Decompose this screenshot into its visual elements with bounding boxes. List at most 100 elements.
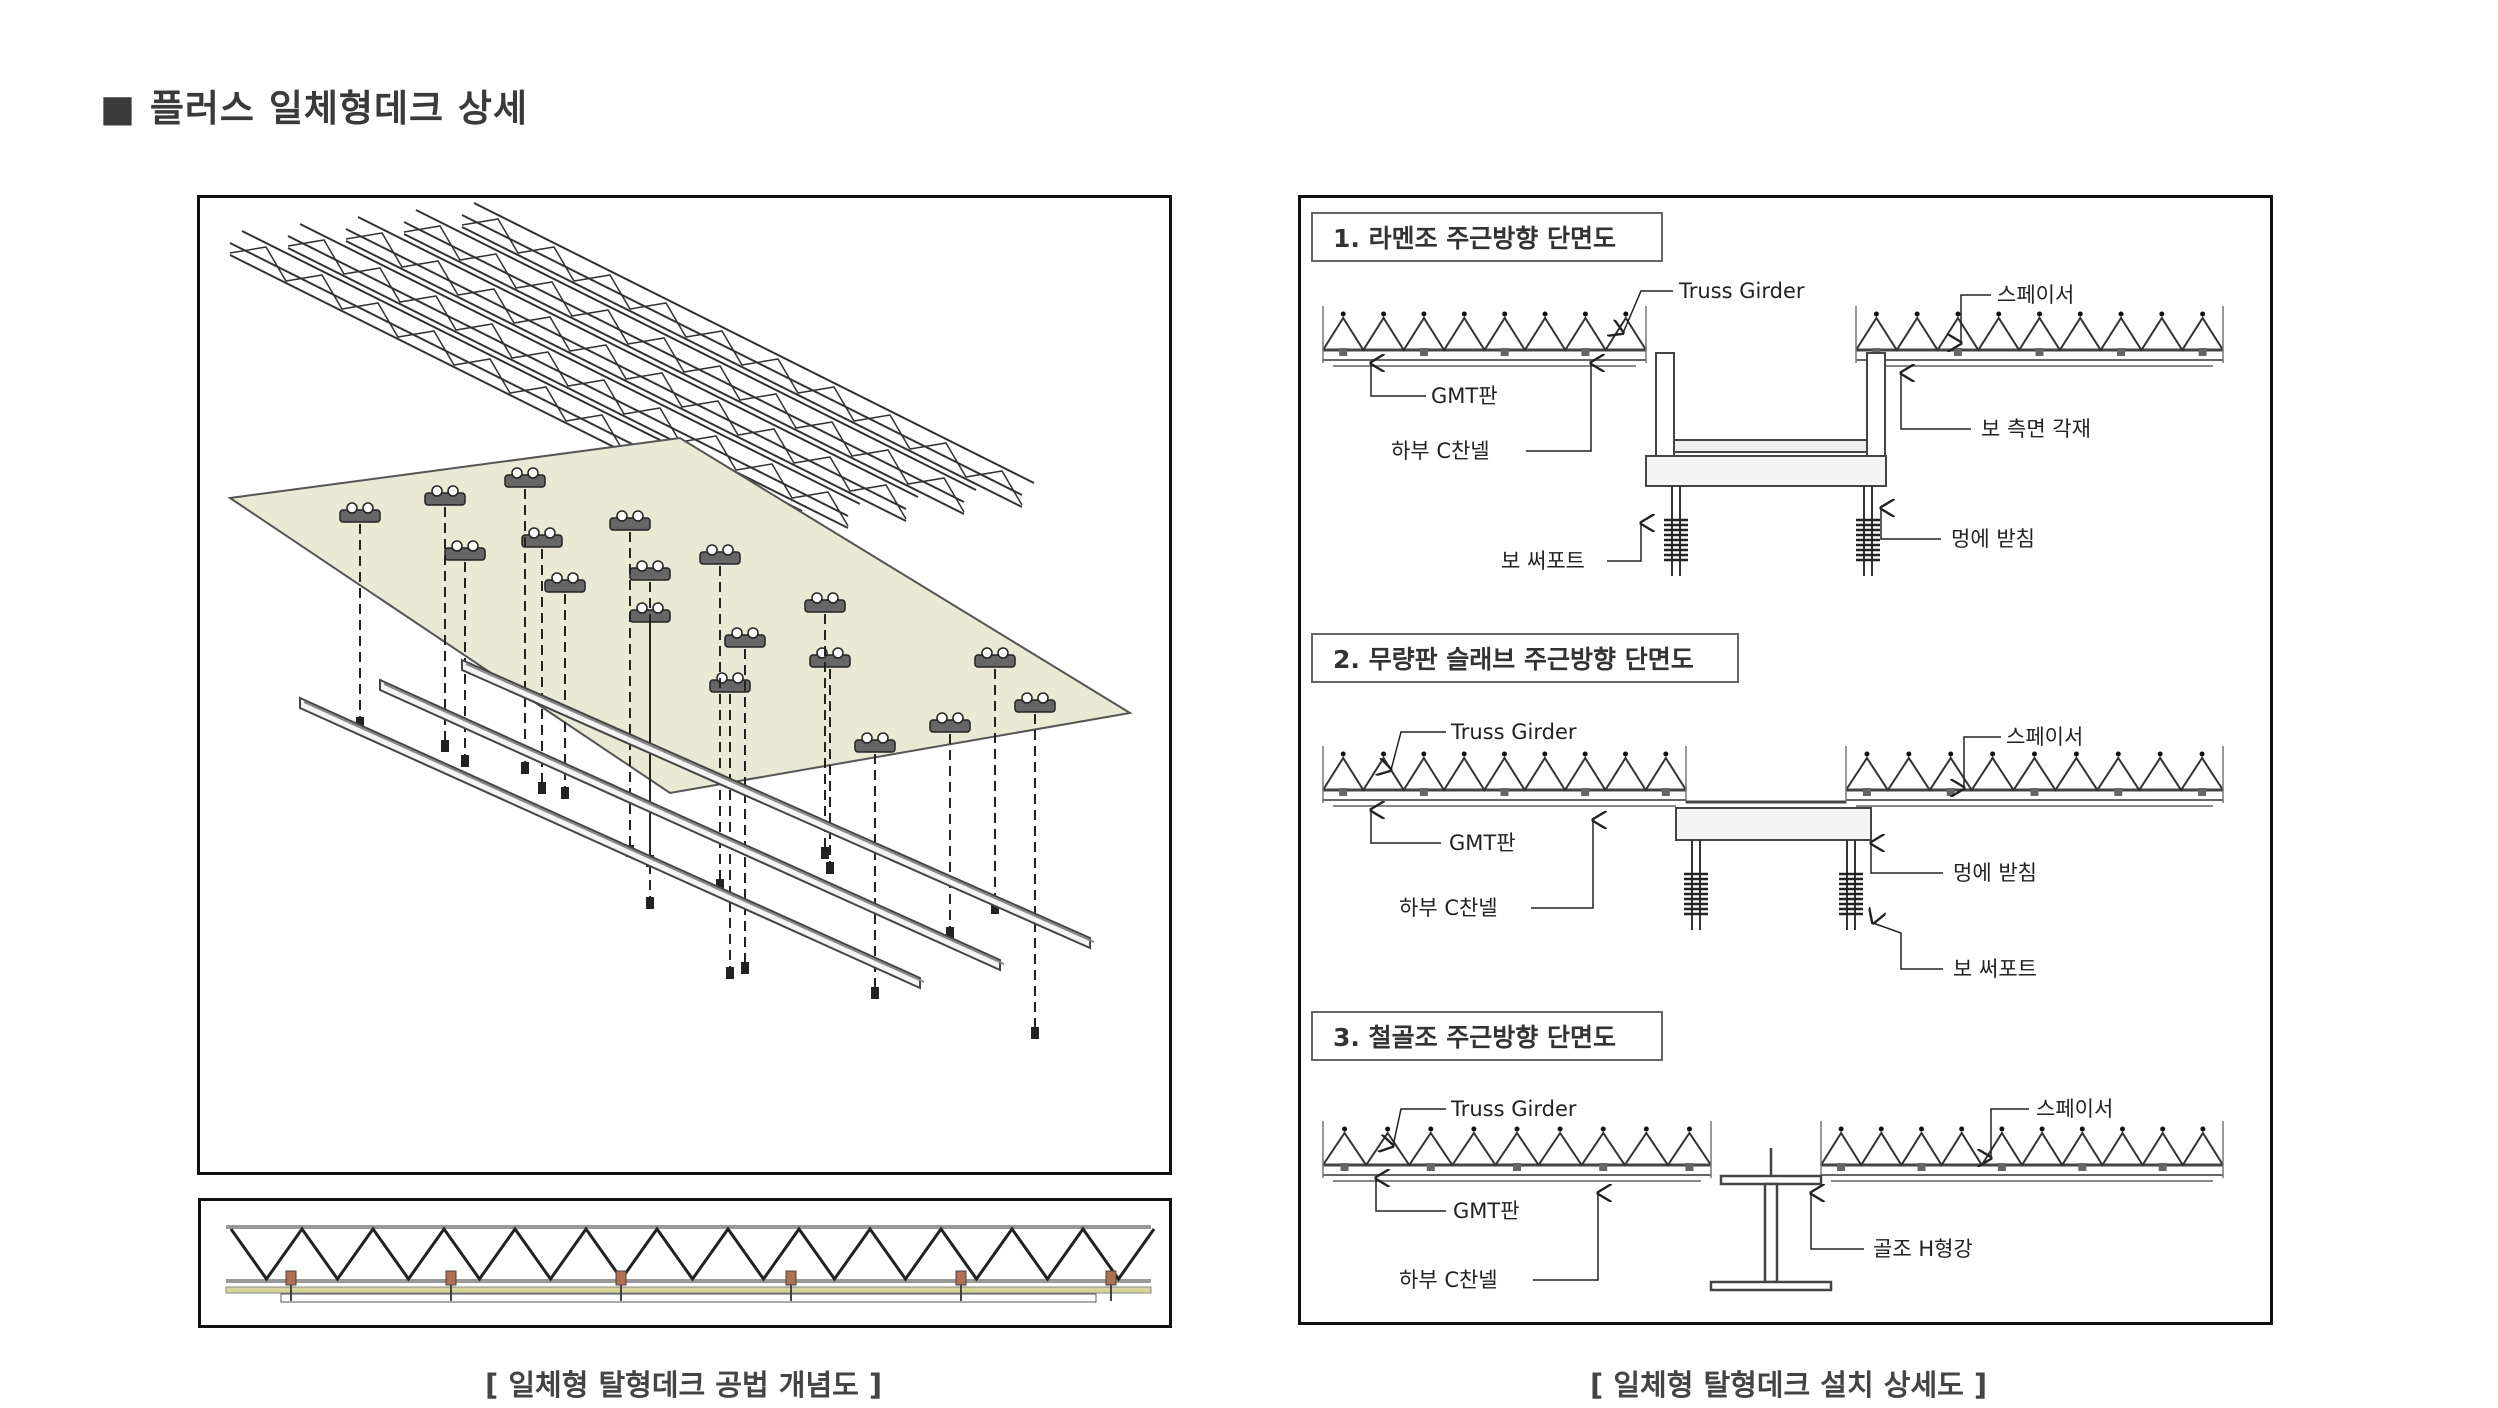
- spacer-clip: [2114, 788, 2123, 796]
- s3-label-hbeam: 골조 H형강: [1873, 1237, 1973, 1261]
- spacer-clip: [1599, 1163, 1608, 1171]
- spacer-clip: [2030, 788, 2039, 796]
- spacer-clip: [2198, 788, 2207, 796]
- section-3-title: 3. 철골조 주근방향 단면도: [1311, 1011, 1663, 1061]
- truss-girders: [229, 202, 1035, 536]
- spacer-clip: [2117, 348, 2126, 356]
- spacer-clip: [724, 627, 766, 648]
- support-left-2: [1684, 840, 1708, 930]
- section-drawings: Truss Girder 스페이서 GMT판 하부 C찬넬 보 측면 각재 멍에…: [1322, 279, 2224, 1292]
- spacer-clip: [424, 485, 466, 506]
- section-detail-panel: 1. 라멘조 주근방향 단면도 2. 무량판 슬래브 주근방향 단면도 3. 철…: [1298, 195, 2273, 1325]
- spacer-clip: [504, 467, 546, 488]
- s2-label-channel: 하부 C찬넬: [1399, 896, 1498, 920]
- exploded-isometric-drawing: [227, 202, 1133, 1039]
- s2-label-block: 멍에 받침: [1953, 861, 2037, 885]
- spacer-clip: [445, 1270, 457, 1286]
- concept-caption: [ 일체형 탈형데크 공법 개념도 ]: [485, 1368, 883, 1402]
- spacer-clip: [1419, 348, 1428, 356]
- spacer-clip: [1513, 1163, 1521, 1171]
- s3-label-channel: 하부 C찬넬: [1399, 1268, 1498, 1292]
- s3-label-spacer: 스페이서: [2036, 1097, 2113, 1121]
- section-1-right-truss: [1855, 306, 2224, 367]
- spacer-clip: [955, 1270, 967, 1286]
- spacer-clip: [615, 1270, 627, 1286]
- s2-label-support: 보 써포트: [1953, 957, 2037, 981]
- spacer-clip: [1661, 788, 1670, 796]
- section-1-drawing: Truss Girder 스페이서 GMT판 하부 C찬넬 보 측면 각재 멍에…: [1322, 279, 2224, 576]
- yoke-block-2: [1675, 807, 1872, 841]
- spacer-clip: [1946, 788, 1955, 796]
- spacer-clip: [929, 712, 971, 733]
- bottom-c-channel: [280, 1293, 1097, 1303]
- side-elevation-panel: [198, 1198, 1172, 1328]
- section-2-drawing: Truss Girder 스페이서 GMT판 하부 C찬넬 멍에 받침 보 써포…: [1322, 720, 2224, 981]
- section-1-title: 1. 라멘조 주근방향 단면도: [1311, 212, 1663, 262]
- spacer-clip: [1105, 1270, 1117, 1286]
- beam-bottom-form: [1673, 439, 1868, 453]
- support-left: [1664, 486, 1688, 576]
- spacer-clip: [699, 544, 741, 565]
- side-spacers: [285, 1270, 1117, 1301]
- right-side-member: [1866, 352, 1886, 459]
- s2-label-gmt: GMT판: [1449, 831, 1516, 855]
- c-channels: [299, 658, 1095, 990]
- section-1-left-truss: [1322, 306, 1647, 367]
- section-3-left-truss: [1322, 1121, 1712, 1182]
- spacer-clip: [1500, 348, 1509, 356]
- spacer-clip: [1953, 348, 1962, 356]
- spacer-clip: [1917, 1163, 1926, 1171]
- spacer-clip: [1340, 1163, 1349, 1171]
- s2-label-spacer: 스페이서: [2006, 725, 2083, 749]
- spacer-clip: [1500, 788, 1509, 796]
- spacer-clip: [2035, 348, 2044, 356]
- spacer-clip: [1997, 1163, 2006, 1171]
- spacer-clip: [785, 1270, 797, 1286]
- s1-label-channel: 하부 C찬넬: [1391, 439, 1490, 463]
- side-elevation-drawing: [225, 1225, 1156, 1303]
- spacer-clip: [339, 502, 381, 523]
- section-3-drawing: Truss Girder 스페이서 GMT판 하부 C찬넬 골조 H형강: [1322, 1097, 2224, 1292]
- section-2-title: 2. 무량판 슬래브 주근방향 단면도: [1311, 633, 1739, 683]
- section-2-right-truss: [1845, 746, 2224, 807]
- h-beam: [1709, 1148, 1833, 1292]
- spacer-clip: [1685, 1163, 1694, 1171]
- spacer-clip: [1426, 1163, 1435, 1171]
- spacer-clip: [544, 572, 586, 593]
- truss-web: [229, 1226, 1156, 1282]
- spacer-clip: [444, 540, 486, 561]
- spacer-clip: [804, 592, 846, 613]
- spacer-clip: [609, 510, 651, 531]
- s2-label-truss: Truss Girder: [1450, 720, 1577, 744]
- spacer-clip: [1419, 788, 1428, 796]
- s1-label-gmt: GMT판: [1431, 384, 1498, 408]
- left-side-member: [1655, 352, 1675, 459]
- support-right-2: [1839, 840, 1863, 930]
- page-title: ■ 플러스 일체형데크 상세: [100, 87, 529, 130]
- s1-label-block: 멍에 받침: [1951, 527, 2035, 551]
- spacer-clip: [1837, 1163, 1846, 1171]
- s3-label-gmt: GMT판: [1453, 1199, 1520, 1223]
- spacer-clip: [1339, 348, 1348, 356]
- yoke-block: [1645, 455, 1887, 487]
- spacer-clip: [2198, 348, 2207, 356]
- s1-label-side-member: 보 측면 각재: [1981, 417, 2091, 441]
- spacer-clip: [1581, 348, 1590, 356]
- spacer-clip: [854, 732, 896, 753]
- gmt-plate-edge: [225, 1286, 1152, 1294]
- s3-label-truss: Truss Girder: [1450, 1097, 1577, 1121]
- section-3-right-truss: [1820, 1121, 2224, 1182]
- detail-caption: [ 일체형 탈형데크 설치 상세도 ]: [1590, 1368, 1988, 1402]
- support-right: [1856, 486, 1880, 576]
- spacer-clip: [1014, 692, 1056, 713]
- spacer-clip: [974, 647, 1016, 668]
- s1-label-spacer: 스페이서: [1997, 283, 2074, 307]
- spacer-clip: [1339, 788, 1348, 796]
- spacer-clip: [285, 1270, 297, 1286]
- section-2-left-truss: [1322, 746, 1687, 807]
- spacer-clip: [1581, 788, 1590, 796]
- spacer-clip: [1862, 788, 1871, 796]
- spacer-clip: [521, 527, 563, 548]
- concept-diagram-panel: [197, 195, 1172, 1175]
- s1-label-truss: Truss Girder: [1678, 279, 1805, 303]
